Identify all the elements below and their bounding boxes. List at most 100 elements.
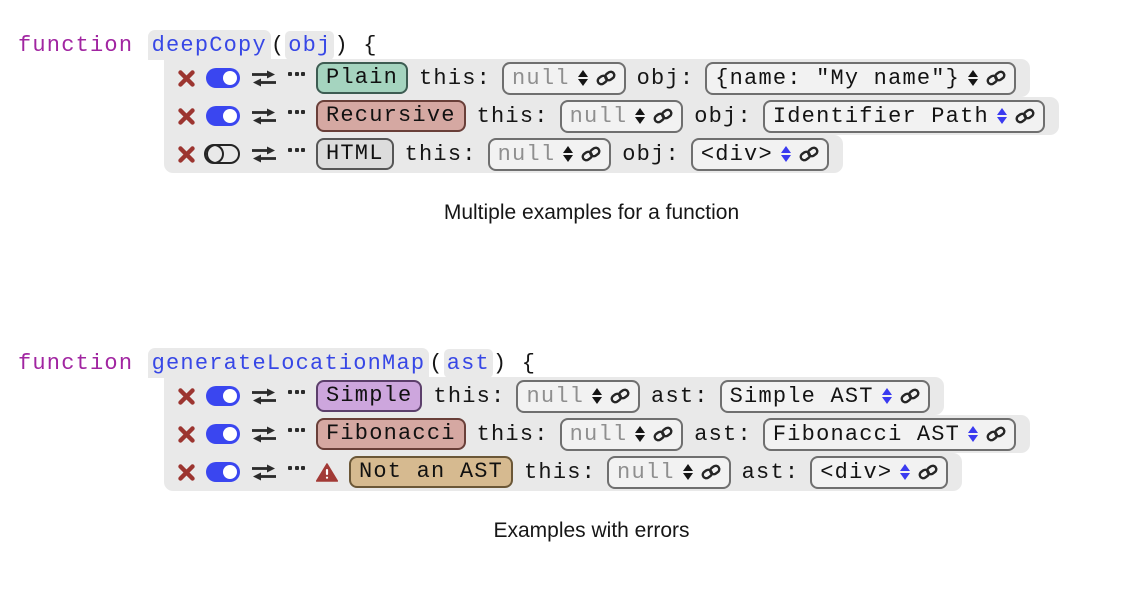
param-name[interactable]: obj bbox=[285, 31, 335, 60]
function-signature: function deepCopy(obj) { bbox=[18, 30, 1147, 60]
function-name[interactable]: generateLocationMap bbox=[147, 348, 430, 378]
this-label: this: bbox=[524, 459, 597, 485]
remove-example-icon[interactable] bbox=[178, 107, 195, 125]
more-options-icon[interactable] bbox=[288, 390, 305, 394]
this-label: this: bbox=[433, 383, 506, 409]
this-value: null bbox=[497, 141, 556, 167]
stepper-icon[interactable] bbox=[592, 387, 603, 405]
this-value: null bbox=[617, 459, 675, 485]
link-icon[interactable] bbox=[1015, 108, 1035, 124]
enabled-toggle[interactable] bbox=[204, 143, 240, 164]
link-icon[interactable] bbox=[610, 388, 630, 404]
this-value: null bbox=[569, 103, 628, 129]
stepper-icon[interactable] bbox=[577, 69, 588, 87]
more-options-icon[interactable] bbox=[288, 428, 305, 432]
stepper-icon[interactable] bbox=[996, 107, 1007, 125]
link-icon[interactable] bbox=[653, 426, 673, 442]
toggle-knob bbox=[223, 389, 237, 403]
page: function deepCopy(obj) { Plain this: nul… bbox=[18, 30, 1147, 542]
arg-label: ast: bbox=[651, 383, 709, 409]
link-icon[interactable] bbox=[596, 70, 616, 86]
this-value-box[interactable]: null bbox=[559, 99, 684, 133]
swap-arrows-icon[interactable] bbox=[251, 108, 277, 125]
this-value: null bbox=[569, 421, 628, 447]
more-options-icon[interactable] bbox=[288, 72, 305, 76]
example-name-badge[interactable]: Simple bbox=[316, 380, 423, 412]
this-value: null bbox=[526, 383, 585, 409]
stepper-icon[interactable] bbox=[563, 145, 574, 163]
remove-example-icon[interactable] bbox=[178, 145, 195, 163]
swap-arrows-icon[interactable] bbox=[251, 388, 277, 405]
signature-suffix: ) { bbox=[334, 33, 378, 58]
stepper-icon[interactable] bbox=[635, 425, 646, 443]
example-row: Not an AST this: null ast: <div> bbox=[164, 453, 963, 491]
this-label: this: bbox=[476, 421, 549, 447]
arg-value-box[interactable]: Identifier Path bbox=[762, 99, 1045, 133]
warning-icon[interactable] bbox=[316, 462, 338, 482]
function-block-deepcopy: function deepCopy(obj) { Plain this: nul… bbox=[18, 30, 1147, 173]
link-icon[interactable] bbox=[986, 426, 1006, 442]
this-label: this: bbox=[404, 141, 477, 167]
link-icon[interactable] bbox=[581, 146, 601, 162]
arg-value-box[interactable]: <div> bbox=[690, 137, 829, 171]
toggle-knob bbox=[223, 427, 237, 441]
swap-arrows-icon[interactable] bbox=[251, 426, 277, 443]
arg-value-box[interactable]: {name: "My name"} bbox=[705, 61, 1017, 95]
enabled-toggle[interactable] bbox=[206, 424, 240, 444]
paren-open: ( bbox=[429, 351, 444, 376]
arg-value-box[interactable]: Fibonacci AST bbox=[762, 417, 1017, 451]
arg-label: obj: bbox=[636, 65, 695, 91]
link-icon[interactable] bbox=[918, 464, 938, 480]
arg-value: Identifier Path bbox=[772, 103, 989, 129]
this-value-box[interactable]: null bbox=[559, 417, 684, 451]
remove-example-icon[interactable] bbox=[178, 387, 195, 405]
more-options-icon[interactable] bbox=[288, 466, 305, 470]
stepper-icon[interactable] bbox=[968, 425, 979, 443]
example-name-badge[interactable]: Not an AST bbox=[349, 456, 514, 488]
swap-arrows-icon[interactable] bbox=[251, 464, 277, 481]
arg-value-box[interactable]: <div> bbox=[810, 455, 949, 489]
enabled-toggle[interactable] bbox=[206, 386, 240, 406]
caption-examples-with-errors: Examples with errors bbox=[493, 519, 690, 542]
more-options-icon[interactable] bbox=[288, 110, 305, 114]
keyword-function: function bbox=[18, 33, 134, 58]
this-value-box[interactable]: null bbox=[607, 455, 731, 489]
remove-example-icon[interactable] bbox=[178, 425, 195, 443]
stepper-icon[interactable] bbox=[780, 145, 791, 163]
arg-value: Fibonacci AST bbox=[772, 421, 961, 447]
stepper-icon[interactable] bbox=[682, 463, 693, 481]
stepper-icon[interactable] bbox=[881, 387, 892, 405]
example-name-badge[interactable]: Recursive bbox=[316, 100, 466, 132]
link-icon[interactable] bbox=[986, 70, 1006, 86]
stepper-icon[interactable] bbox=[968, 69, 979, 87]
link-icon[interactable] bbox=[701, 464, 721, 480]
paren-open: ( bbox=[270, 33, 286, 58]
link-icon[interactable] bbox=[799, 146, 819, 162]
examples-panel: Simple this: null ast: Simple AST bbox=[164, 377, 1147, 491]
enabled-toggle[interactable] bbox=[206, 462, 240, 482]
param-name[interactable]: ast bbox=[443, 349, 493, 378]
remove-example-icon[interactable] bbox=[178, 463, 195, 481]
this-value: null bbox=[512, 65, 570, 91]
this-value-box[interactable]: null bbox=[502, 61, 626, 95]
toggle-knob bbox=[204, 143, 224, 164]
stepper-icon[interactable] bbox=[900, 463, 911, 481]
arg-value-box[interactable]: Simple AST bbox=[719, 379, 930, 413]
function-name[interactable]: deepCopy bbox=[147, 30, 271, 60]
arg-label: ast: bbox=[694, 421, 752, 447]
this-value-box[interactable]: null bbox=[487, 137, 612, 171]
enabled-toggle[interactable] bbox=[206, 68, 240, 88]
stepper-icon[interactable] bbox=[635, 107, 646, 125]
swap-arrows-icon[interactable] bbox=[251, 70, 277, 87]
remove-example-icon[interactable] bbox=[178, 69, 195, 87]
link-icon[interactable] bbox=[653, 108, 673, 124]
example-name-badge[interactable]: Fibonacci bbox=[316, 418, 466, 450]
more-options-icon[interactable] bbox=[288, 148, 305, 152]
enabled-toggle[interactable] bbox=[206, 106, 240, 126]
this-label: this: bbox=[476, 103, 549, 129]
this-value-box[interactable]: null bbox=[516, 379, 641, 413]
example-name-badge[interactable]: Plain bbox=[316, 62, 409, 94]
link-icon[interactable] bbox=[900, 388, 920, 404]
example-name-badge[interactable]: HTML bbox=[316, 138, 394, 170]
swap-arrows-icon[interactable] bbox=[251, 146, 277, 163]
